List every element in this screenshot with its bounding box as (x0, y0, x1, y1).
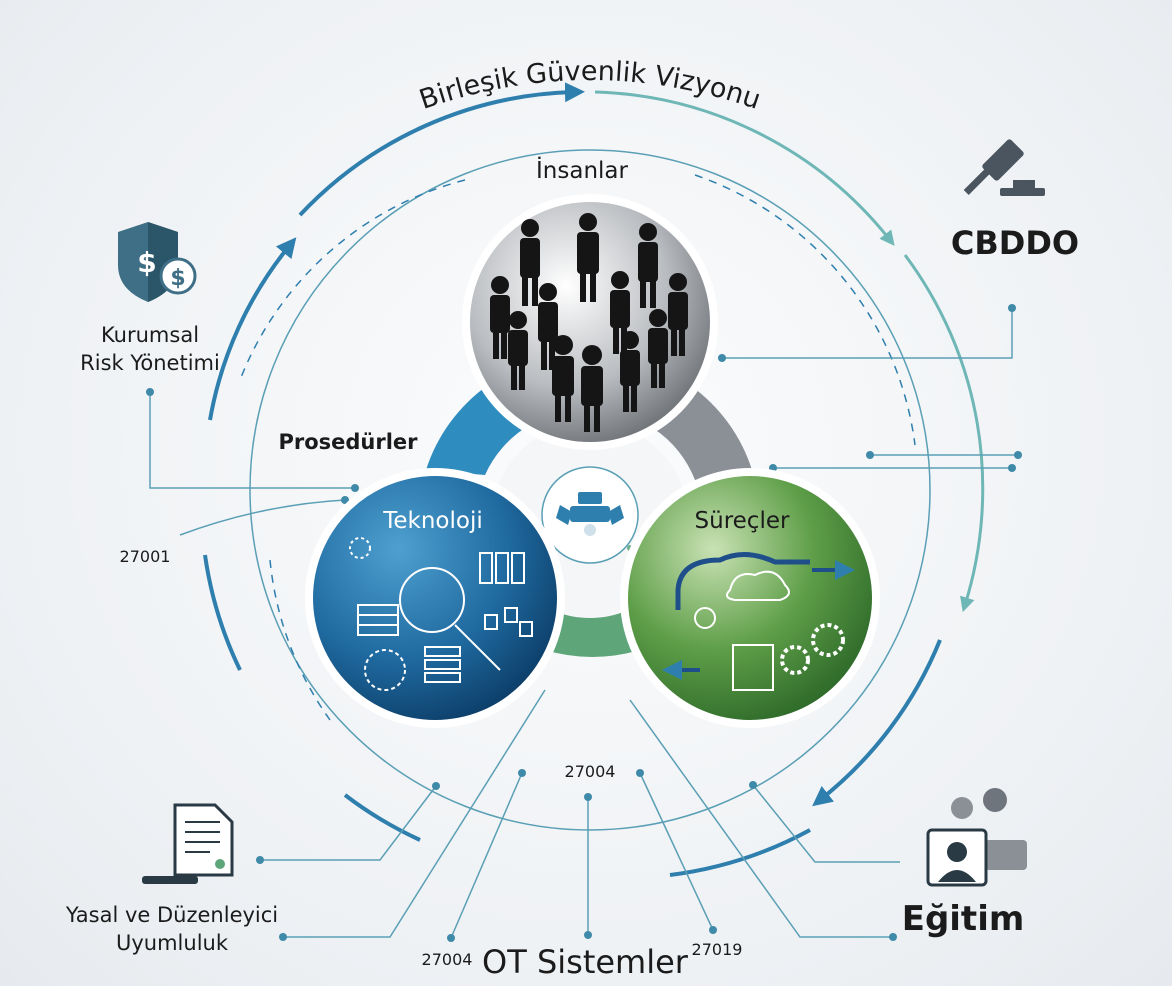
pillar-technology (305, 468, 565, 728)
label-risk-line1: Kurumsal (101, 323, 199, 347)
process-icons (662, 552, 855, 691)
label-iso-27019: 27019 (692, 940, 743, 959)
technology-icons (349, 537, 533, 691)
label-legal-line1: Yasal ve Düzenleyici (65, 903, 278, 927)
connector-lines (146, 304, 1022, 942)
gear-icon (811, 623, 845, 657)
pillar-processes (620, 468, 880, 728)
pillar-people (462, 194, 718, 450)
pillar-label-technology: Teknoloji (382, 508, 483, 534)
people-silhouettes-icon (490, 213, 688, 432)
label-legal-line2: Uyumluluk (116, 931, 229, 955)
firewall-icon (357, 604, 399, 636)
pillar-label-processes: Süreçler (695, 508, 790, 534)
label-ot-systems: OT Sistemler (482, 943, 689, 981)
gear-icon (780, 645, 810, 675)
outer-arcs (203, 82, 985, 877)
lightbulb-icon (694, 607, 716, 629)
label-cbddo: CBDDO (951, 224, 1079, 262)
magnifier-icon (399, 567, 465, 633)
label-training: Eğitim (902, 899, 1025, 939)
label-iso-27004-bottom: 27004 (422, 950, 473, 969)
label-iso-27004-top: 27004 (565, 762, 616, 781)
diagram-title: Birleşik Güvenlik Vizyonu (416, 56, 765, 116)
network-hub-icon (556, 492, 624, 536)
label-risk-line2: Risk Yönetimi (80, 351, 220, 375)
label-procedures: Prosedürler (278, 430, 418, 454)
pillar-label-people: İnsanlar (536, 156, 628, 184)
training-icon (926, 788, 1027, 887)
shield-dollar-icon: $ $ (118, 222, 197, 302)
label-iso-27001: 27001 (120, 547, 171, 566)
gavel-icon (963, 139, 1045, 196)
cloud-icon (725, 570, 790, 601)
svg-text:$: $ (137, 246, 156, 279)
svg-text:$: $ (170, 266, 185, 291)
legal-document-icon (142, 803, 234, 884)
document-icon (732, 644, 774, 691)
